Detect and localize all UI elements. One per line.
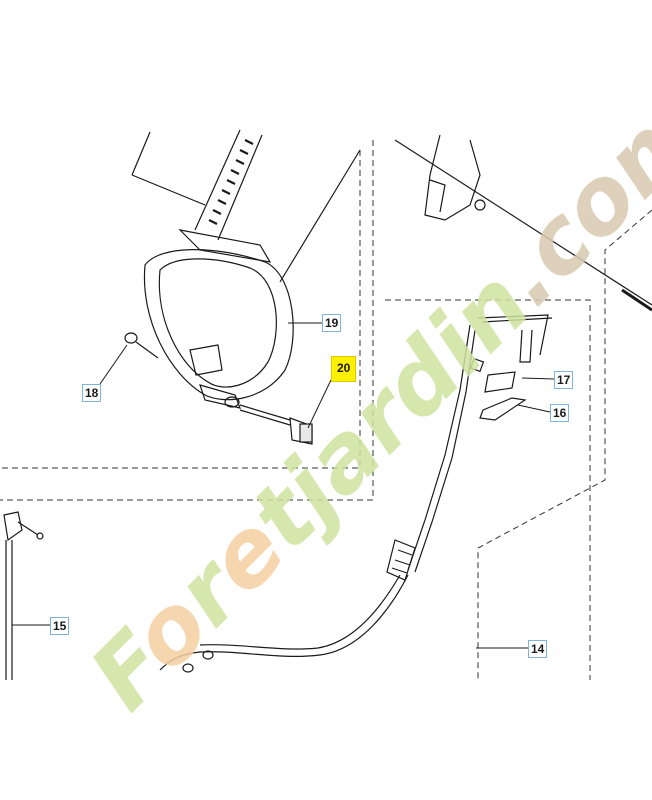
shaft-assembly (124, 129, 361, 445)
callout-14-label: 14 (531, 642, 545, 656)
handle-bracket (394, 134, 652, 312)
callout-18-label: 18 (85, 386, 99, 400)
callout-16[interactable]: 16 (550, 404, 570, 422)
leader-lines (12, 322, 555, 649)
callout-18[interactable]: 18 (82, 384, 102, 402)
callout-15-label: 15 (53, 619, 67, 633)
callout-19[interactable]: 19 (322, 314, 342, 332)
throttle-cable (159, 314, 553, 673)
callout-16-label: 16 (553, 406, 567, 420)
callout-17-label: 17 (557, 373, 571, 387)
callout-15[interactable]: 15 (50, 617, 70, 635)
callout-14[interactable]: 14 (528, 640, 548, 658)
section-boundaries (0, 140, 652, 680)
callout-17[interactable]: 17 (554, 371, 574, 389)
callout-19-label: 19 (325, 316, 339, 330)
left-cable (3, 511, 44, 680)
callout-20[interactable]: 20 (331, 356, 357, 382)
callout-20-label: 20 (337, 361, 351, 375)
